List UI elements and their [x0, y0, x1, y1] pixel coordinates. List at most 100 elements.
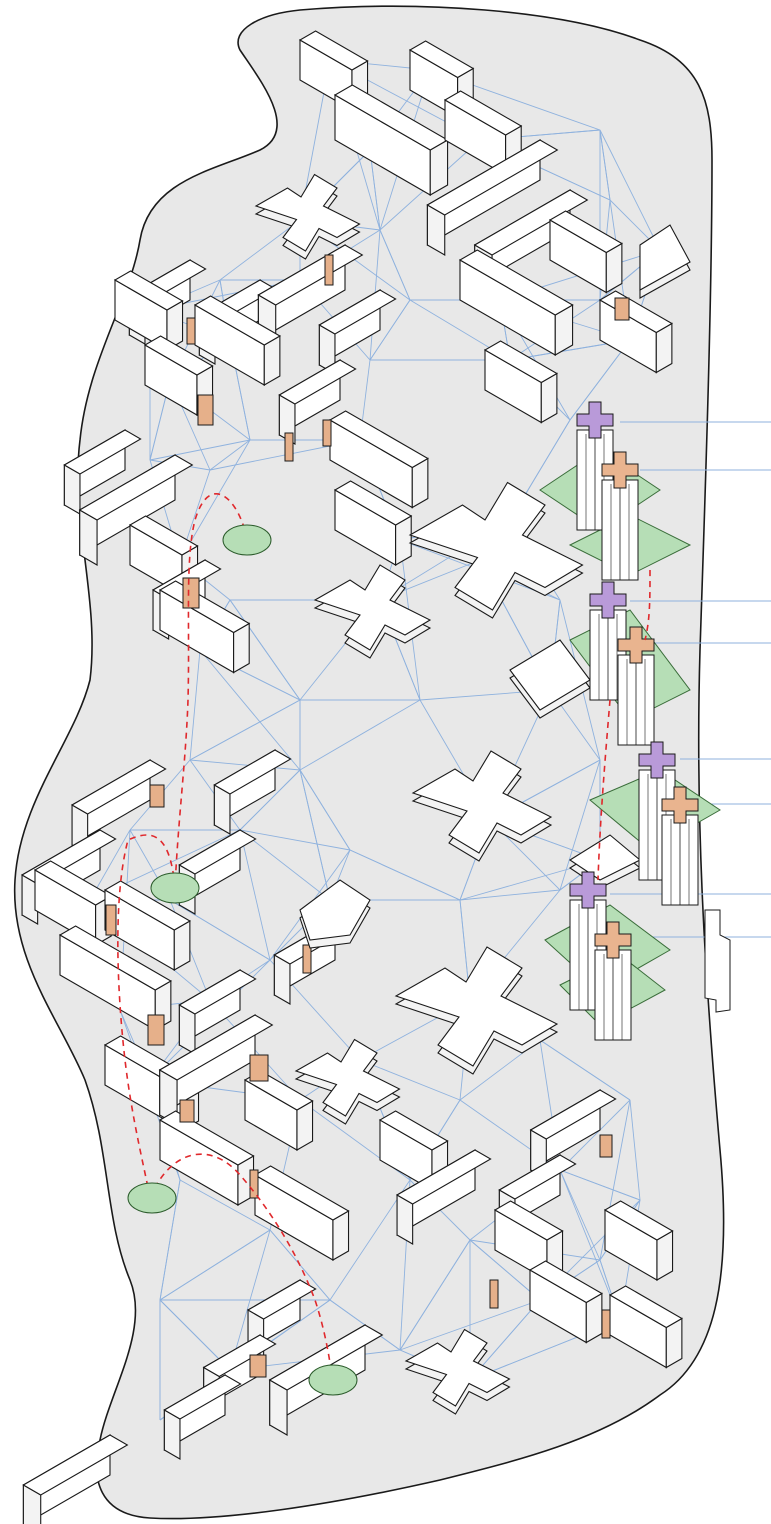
stair-core — [186, 317, 196, 345]
external-reference-lines — [610, 421, 771, 938]
building-block — [483, 340, 558, 424]
building-block — [63, 429, 142, 515]
building-block — [178, 969, 257, 1055]
network-link — [359, 1059, 461, 1101]
cross-tower — [617, 626, 655, 746]
green-node — [150, 872, 200, 904]
building-block — [158, 580, 251, 674]
network-link — [299, 699, 421, 771]
network-link — [239, 829, 271, 961]
network-link — [559, 759, 601, 891]
cross-plate — [254, 173, 361, 260]
building-block — [608, 1285, 683, 1369]
network-link — [199, 649, 301, 771]
stair-core — [614, 297, 630, 321]
network-link — [189, 699, 301, 761]
building-block — [193, 295, 281, 386]
cross-plate — [294, 1038, 401, 1125]
network-link — [559, 1099, 631, 1171]
building-block — [318, 289, 397, 375]
flat-plate — [509, 639, 591, 719]
cross-plate — [313, 564, 432, 659]
green-nodes — [127, 524, 358, 1396]
cross-plate — [404, 1328, 511, 1415]
network-link — [369, 149, 381, 231]
building-block — [603, 1200, 674, 1281]
cross-plate — [408, 481, 584, 619]
cross-tower — [576, 401, 614, 531]
cross-tower — [661, 786, 699, 906]
building-block — [58, 925, 172, 1031]
network-link — [189, 759, 301, 771]
network-link — [539, 1039, 631, 1101]
network-link — [219, 219, 301, 281]
circulation-path — [644, 569, 651, 641]
cross-plate — [411, 750, 553, 862]
network-link — [299, 769, 331, 901]
building-block — [78, 454, 194, 566]
green-node — [308, 1364, 358, 1396]
cross-tower — [594, 921, 632, 1041]
building-blocks — [20, 30, 731, 1524]
network-link — [229, 599, 301, 701]
building-block — [548, 210, 623, 294]
circulation-path — [117, 834, 176, 1199]
network-link — [399, 1239, 471, 1351]
stair-core — [601, 1309, 611, 1339]
stair-core — [147, 1014, 165, 1046]
building-block — [333, 480, 413, 566]
stair-core — [249, 1169, 259, 1199]
building-block — [103, 880, 191, 971]
circulation-path — [597, 699, 611, 881]
network-link — [239, 829, 351, 851]
network-link — [189, 649, 201, 761]
network-link — [369, 299, 411, 361]
network-link — [599, 129, 611, 201]
circulation-paths — [117, 493, 651, 1379]
network-link — [459, 889, 561, 901]
network-link — [239, 769, 301, 831]
flat-plate — [639, 224, 691, 299]
stair-core — [284, 432, 294, 462]
stair-core — [324, 254, 334, 286]
building-block — [113, 270, 184, 351]
stair-core — [182, 577, 200, 609]
building-block — [22, 1434, 129, 1524]
network-link — [629, 1099, 641, 1201]
network-link — [209, 439, 251, 471]
building-block — [143, 335, 214, 416]
network-link — [159, 1229, 271, 1301]
green-node — [127, 1182, 177, 1214]
network-link — [559, 1169, 641, 1201]
building-block — [458, 249, 574, 356]
network-link — [159, 1179, 181, 1301]
network-link — [569, 339, 631, 421]
building-block — [257, 244, 364, 351]
stair-core — [302, 944, 312, 974]
stair-core — [105, 904, 117, 936]
stair-core — [197, 394, 214, 426]
network-link — [169, 899, 271, 961]
cross-towers — [569, 401, 699, 1041]
circulation-path — [149, 1153, 333, 1379]
stair-core — [489, 1279, 499, 1309]
network-link — [179, 1179, 271, 1231]
building-block — [158, 1014, 274, 1126]
cross-plate — [394, 946, 559, 1075]
outline-block — [704, 909, 731, 1013]
building-block — [426, 139, 559, 256]
stair-core — [249, 1354, 267, 1378]
network-link — [469, 1239, 541, 1301]
stair-core — [179, 1099, 195, 1123]
stair-core — [149, 784, 165, 808]
building-block — [395, 1149, 492, 1245]
building-block — [528, 1260, 603, 1344]
network-link — [149, 439, 251, 461]
stair-core — [599, 1134, 613, 1158]
stair-core — [322, 419, 332, 447]
network-link — [599, 129, 661, 251]
building-block — [278, 359, 357, 445]
stair-core — [249, 1054, 269, 1082]
building-block — [213, 749, 292, 835]
